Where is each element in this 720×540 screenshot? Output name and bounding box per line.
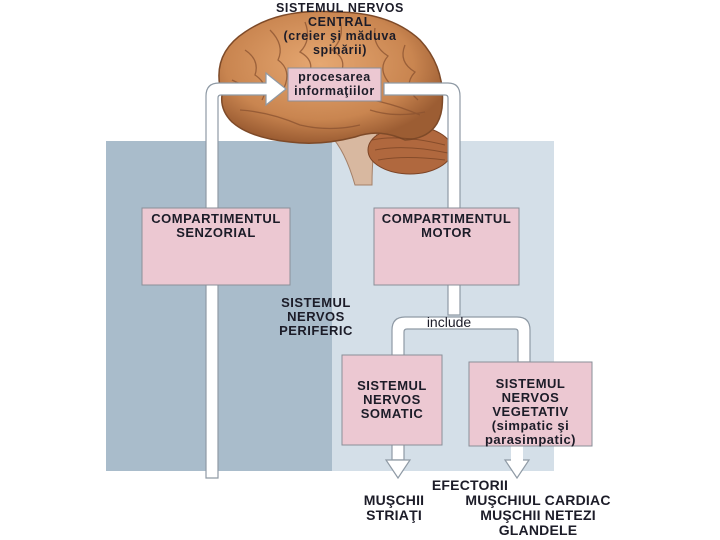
effectors-striated-line: STRIAŢI xyxy=(366,507,422,523)
somatic-label: SISTEMUL NERVOS SOMATIC xyxy=(342,379,442,421)
processing-line: informaţiilor xyxy=(294,84,375,98)
cns-to-motor-arrow xyxy=(383,82,461,316)
effectors-striated-line: MUŞCHII xyxy=(363,492,425,508)
motor-box xyxy=(373,207,520,286)
cns-title-line: CENTRAL xyxy=(308,15,372,29)
sensory-line: COMPARTIMENTUL xyxy=(151,211,281,226)
processing-box xyxy=(287,67,382,102)
vegetative-effector-stem xyxy=(511,446,523,461)
effectors-other-line: MUŞCHII NETEZI xyxy=(480,507,596,523)
cns-title-line: spinării) xyxy=(312,43,368,57)
sensory-to-cns-arrow xyxy=(205,71,287,479)
processing-label: procesarea informaţiilor xyxy=(288,70,381,98)
vegetative-label: SISTEMUL NERVOS VEGETATIV (simpatic şi p… xyxy=(469,377,592,447)
cns-title: SISTEMUL NERVOS CENTRAL (creier şi măduv… xyxy=(250,1,430,57)
somatic-line: NERVOS xyxy=(363,392,421,407)
somatic-line: SOMATIC xyxy=(360,406,424,421)
processing-line: procesarea xyxy=(298,70,371,84)
effectors-title: EFECTORII xyxy=(431,477,509,493)
cns-title-line: SISTEMUL NERVOS xyxy=(275,1,404,15)
sensory-line: SENZORIAL xyxy=(176,225,256,240)
pns-label: SISTEMUL NERVOS PERIFERIC xyxy=(266,296,366,338)
vegetative-line: parasimpatic) xyxy=(484,432,577,447)
effectors-other-line: MUŞCHIUL CARDIAC xyxy=(465,492,611,508)
vegetative-line: SISTEMUL xyxy=(495,376,566,391)
pns-line: SISTEMUL xyxy=(281,295,351,310)
sensory-label: COMPARTIMENTUL SENZORIAL xyxy=(142,212,290,240)
vegetative-line: NERVOS xyxy=(501,390,560,405)
effectors-other: MUŞCHIUL CARDIAC MUŞCHII NETEZI GLANDELE xyxy=(450,493,626,538)
motor-line: MOTOR xyxy=(421,225,472,240)
somatic-effector-arrowhead xyxy=(384,459,412,480)
effectors-other-line: GLANDELE xyxy=(498,522,578,538)
somatic-line: SISTEMUL xyxy=(357,378,427,393)
pns-line: PERIFERIC xyxy=(279,323,353,338)
vegetative-box xyxy=(468,361,593,447)
motor-line: COMPARTIMENTUL xyxy=(381,211,512,226)
sensory-panel xyxy=(106,141,332,471)
pns-line: NERVOS xyxy=(287,309,345,324)
somatic-box xyxy=(341,354,443,446)
motor-label: COMPARTIMENTUL MOTOR xyxy=(374,212,519,240)
sensory-box xyxy=(141,207,291,286)
vegetative-line: (simpatic şi xyxy=(491,418,570,433)
include-label: include xyxy=(426,314,472,330)
effectors-striated: MUŞCHII STRIAŢI xyxy=(342,493,446,523)
vegetative-line: VEGETATIV xyxy=(492,404,569,419)
cns-title-line: (creier şi măduva xyxy=(283,29,397,43)
